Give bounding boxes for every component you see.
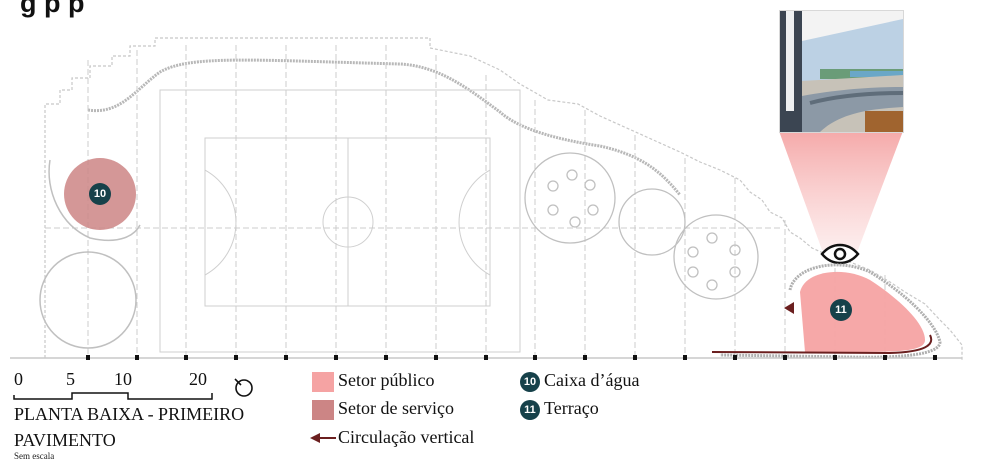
scale-number-10: 10 (114, 369, 132, 389)
scale-number-5: 5 (66, 369, 75, 389)
terrace-photo (779, 10, 904, 133)
lower-left-circle (39, 251, 137, 349)
building-outline (44, 37, 963, 360)
legend-badge-11: 11 (520, 400, 540, 420)
structural-grid (45, 45, 886, 358)
terrace-label: Terraço (544, 398, 599, 418)
terrace-area (800, 271, 925, 352)
scale-note: Sem escala (14, 451, 55, 461)
water-tank-label: Caixa d’água (544, 370, 640, 390)
public-sector-label: Setor público (338, 370, 435, 390)
pillars (86, 355, 937, 360)
scale-number-0: 0 (14, 369, 23, 389)
circulation-line (711, 334, 933, 355)
service-sector-swatch (312, 400, 334, 420)
service-sector-label: Setor de serviço (338, 398, 454, 418)
inner-track (87, 58, 682, 196)
water-tank-badge: 10 (89, 183, 111, 205)
terrace-badge: 11 (830, 299, 852, 321)
public-sector-swatch (312, 372, 334, 392)
scale-bar (13, 392, 213, 400)
sports-court (159, 89, 521, 353)
scale-number-20: 20 (189, 369, 207, 389)
eye-icon (820, 243, 860, 265)
legend-badge-10: 10 (520, 372, 540, 392)
circular-planters (524, 152, 759, 300)
legend-circulation-arrow (310, 433, 336, 443)
north-icon (234, 378, 253, 397)
drawing-title: g p p (20, 0, 85, 18)
circulation-arrow-plan (784, 302, 794, 314)
vertical-circulation-label: Circulação vertical (338, 427, 475, 447)
plan-title: PLANTA BAIXA - PRIMEIRO PAVIMENTO (14, 404, 245, 450)
view-cone (779, 131, 903, 250)
